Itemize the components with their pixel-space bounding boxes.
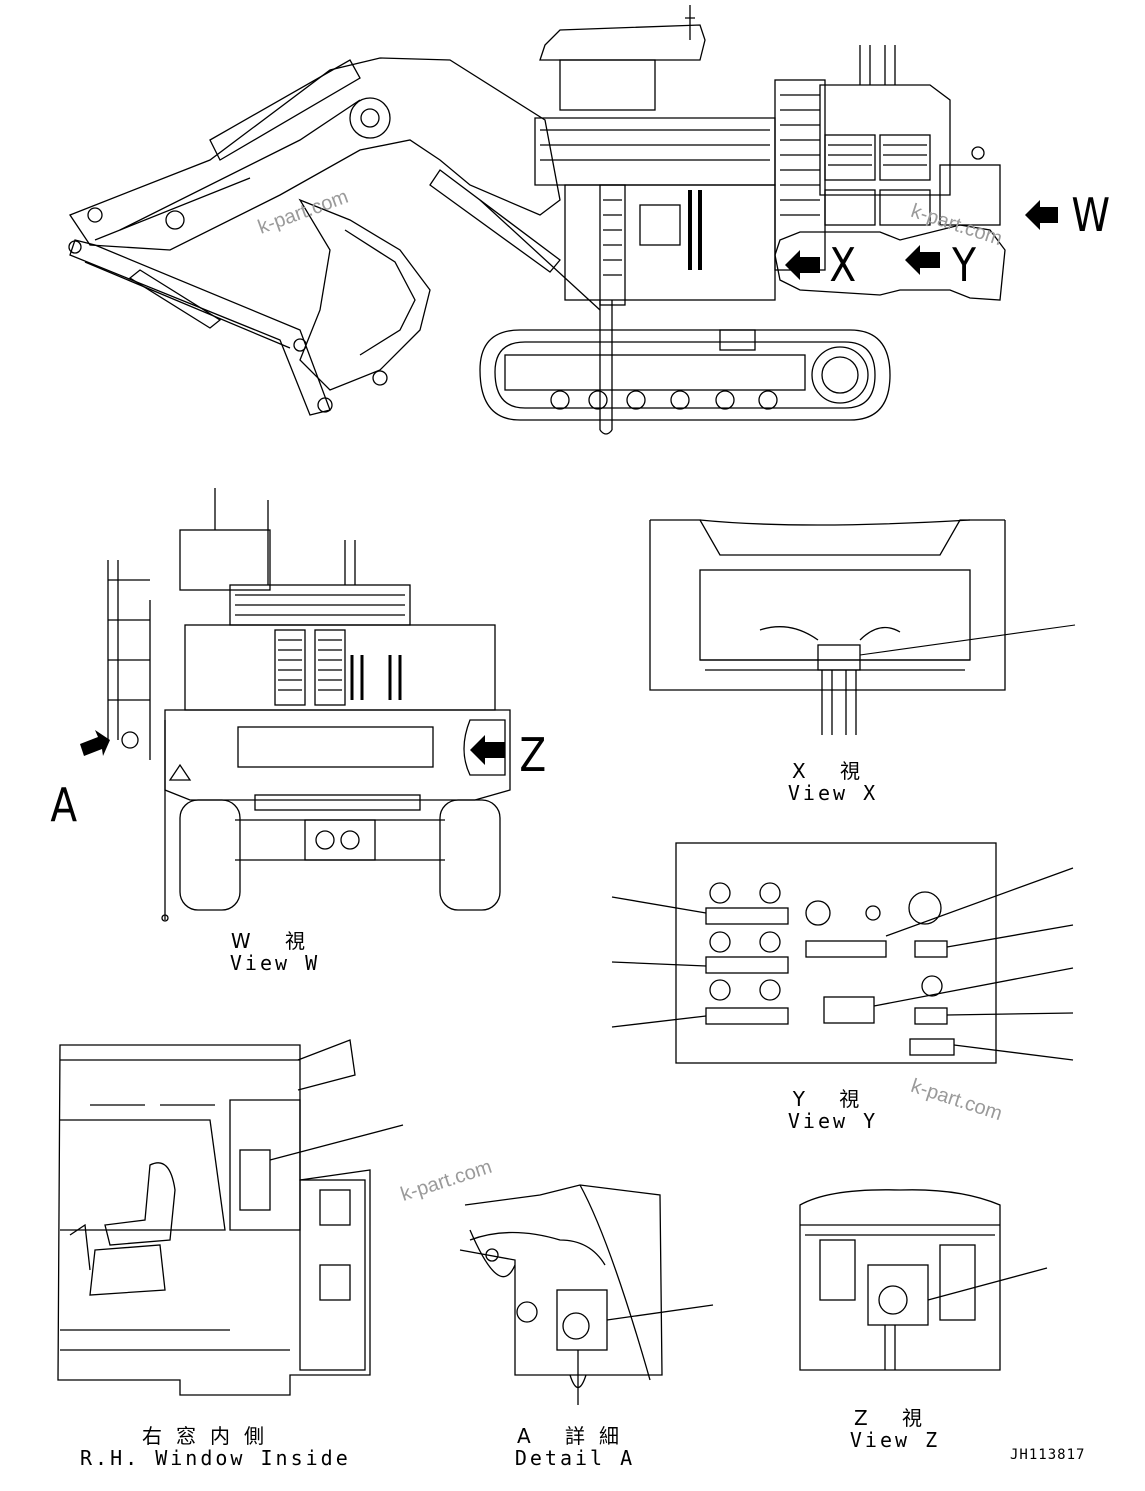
view-z-jp: Z 視: [853, 1406, 937, 1430]
view-z-caption: Z 視 View Z: [840, 1407, 950, 1451]
view-w-en: View W: [229, 951, 321, 975]
arrow-y: [905, 245, 940, 275]
arrow-z: [470, 735, 505, 765]
view-y-caption: Y 視 View Y: [778, 1088, 888, 1132]
arrow-a: [80, 730, 110, 756]
view-w-caption: W 視 View W: [220, 930, 330, 974]
arrow-label-w: W: [1071, 188, 1111, 242]
view-x-drawing: [649, 519, 1076, 735]
detail-a-jp: A 詳細: [516, 1424, 634, 1448]
rh-window-inside-drawing: [57, 1039, 404, 1396]
drawing-code: JH113817: [1010, 1447, 1086, 1463]
view-arrows: [80, 200, 1058, 765]
view-x-jp: X 視: [791, 759, 875, 783]
detail-a-drawing: [459, 1184, 714, 1405]
arrow-label-y: Y: [952, 238, 977, 292]
view-w-drawing: [107, 488, 511, 922]
arrow-x: [785, 250, 820, 280]
rh-window-caption: 右窓内側 R.H. Window Inside: [80, 1424, 351, 1470]
view-x-en: View X: [787, 781, 879, 805]
excavator-side-view: [68, 5, 1006, 435]
view-w-jp: W 視: [230, 929, 320, 953]
arrow-label-a: A: [50, 778, 78, 832]
arrow-w: [1025, 200, 1058, 230]
view-z-drawing: [799, 1189, 1048, 1371]
view-y-drawing: [611, 842, 1074, 1064]
view-x-caption: X 視 View X: [778, 760, 888, 804]
rh-window-jp: 右窓内側: [142, 1424, 278, 1448]
view-y-jp: Y 視: [792, 1087, 874, 1111]
view-y-en: View Y: [787, 1109, 879, 1133]
rh-window-en: R.H. Window Inside: [80, 1446, 351, 1470]
view-z-en: View Z: [849, 1428, 941, 1452]
detail-a-caption: A 詳細 Detail A: [510, 1425, 640, 1469]
arrow-label-x: X: [829, 238, 857, 292]
arrow-label-z: Z: [519, 728, 547, 782]
detail-a-en: Detail A: [514, 1446, 636, 1470]
